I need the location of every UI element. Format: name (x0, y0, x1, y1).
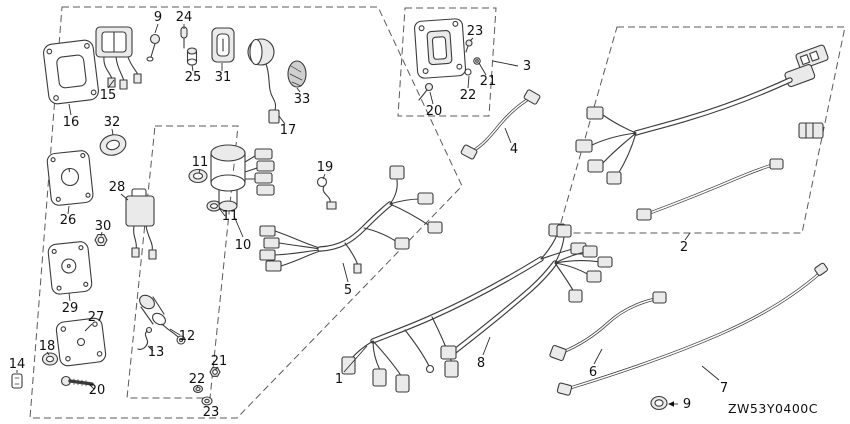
callout-19: 19 (317, 160, 334, 175)
part-9-screw-top (146, 33, 161, 62)
callout-23-bottom: 23 (203, 405, 220, 420)
part-14-clip (11, 373, 23, 389)
leader-lines (16, 23, 720, 407)
callout-31: 31 (215, 70, 232, 85)
callout-6: 6 (589, 365, 597, 380)
callout-9-bottom: 9 (683, 397, 691, 412)
part-24-pin (180, 26, 188, 49)
part-26-plate (46, 150, 94, 206)
callout-labels: 9 24 25 31 15 16 32 33 17 23 3 21 22 20 … (9, 10, 728, 420)
callout-22-top: 22 (460, 88, 477, 103)
part-32-grommet (99, 134, 127, 156)
callout-14: 14 (9, 357, 26, 372)
part-18-grommet (41, 352, 59, 366)
part-6-cable (549, 291, 667, 362)
part-2-harness (575, 44, 829, 221)
part-21-nut-bottom (209, 367, 221, 377)
part-12-switch (139, 294, 186, 345)
part-30-nut (94, 233, 108, 247)
callout-20-bottom: 20 (89, 383, 106, 398)
callout-27: 27 (88, 310, 105, 325)
part-1-harness (341, 223, 587, 393)
callout-29: 29 (62, 301, 79, 316)
callout-11-lower: 11 (222, 209, 239, 224)
callout-21-top: 21 (480, 74, 497, 89)
part-11-ring-upper (188, 168, 208, 184)
part-17-buzzer (247, 38, 280, 124)
part-19-clip (316, 176, 337, 210)
callout-23-top: 23 (467, 24, 484, 39)
callout-33: 33 (294, 92, 311, 107)
part-13-clip (137, 326, 153, 350)
part-16-bracket-plate (43, 39, 99, 105)
callout-17: 17 (280, 123, 297, 138)
callout-20-top: 20 (426, 104, 443, 119)
callout-4: 4 (510, 142, 518, 157)
callout-25: 25 (185, 70, 202, 85)
part-33-grommet (287, 60, 307, 88)
callout-32: 32 (104, 115, 121, 130)
callout-3: 3 (523, 59, 531, 74)
part-8-harness (440, 224, 613, 360)
part-25-bulb (186, 47, 198, 66)
callout-15: 15 (100, 88, 117, 103)
callout-11-upper: 11 (192, 155, 209, 170)
diagram-code: ZW53Y0400C (728, 401, 818, 416)
callout-22-bottom: 22 (189, 372, 206, 387)
callout-9-top: 9 (154, 10, 162, 25)
part-10-ignition-switch (210, 144, 275, 212)
part-29-plate (47, 241, 93, 295)
callout-13: 13 (148, 345, 165, 360)
part-20-screw-bottom (60, 375, 94, 387)
callout-18: 18 (39, 339, 56, 354)
callout-21-bottom: 21 (211, 354, 228, 369)
callout-28: 28 (109, 180, 126, 195)
callout-2: 2 (680, 240, 688, 255)
callout-12: 12 (179, 329, 196, 344)
callout-1: 1 (335, 372, 343, 387)
part-7-cable (556, 262, 828, 396)
callout-10: 10 (235, 238, 252, 253)
callout-7: 7 (720, 381, 728, 396)
part-28-relay (125, 188, 157, 260)
group-box-harness-2 (557, 26, 846, 234)
part-31-switch (211, 27, 235, 63)
part-23-washer-bottom (201, 396, 213, 406)
group-box-left (29, 6, 463, 419)
part-5-harness (259, 165, 443, 274)
group-box-switch-panel (397, 7, 497, 117)
callout-24: 24 (176, 10, 193, 25)
callout-8: 8 (477, 356, 485, 371)
callout-5: 5 (344, 283, 352, 298)
part-15-switch (95, 26, 142, 90)
part-9-grommet-bottom (650, 395, 668, 411)
callout-16: 16 (63, 115, 80, 130)
callout-26: 26 (60, 213, 77, 228)
part-22-washer-bottom (192, 384, 204, 394)
part-27-plate (55, 317, 107, 367)
part-4-cable (460, 89, 541, 160)
part-3-switch-assembly (414, 18, 481, 101)
part-11-ring-lower (206, 200, 222, 212)
callout-30: 30 (95, 219, 112, 234)
